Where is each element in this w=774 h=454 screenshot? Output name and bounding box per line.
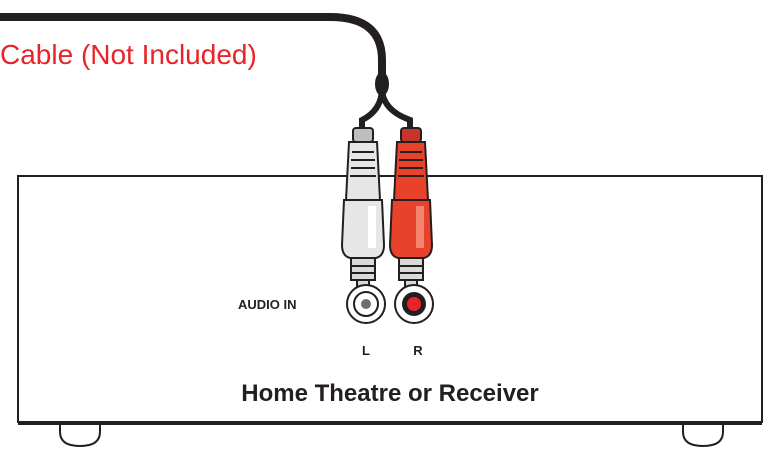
receiver-left-foot — [59, 424, 101, 448]
receiver-body — [17, 175, 763, 423]
audio-in-label: AUDIO IN — [238, 297, 297, 312]
receiver-right-foot — [682, 424, 724, 448]
left-rca-plug — [340, 127, 386, 291]
receiver-label: Home Theatre or Receiver — [241, 380, 539, 407]
cable-label: Cable (Not Included) — [0, 39, 257, 70]
left-audio-jack[interactable] — [346, 284, 386, 324]
left-channel-label: L — [362, 343, 370, 358]
right-rca-plug — [388, 127, 434, 291]
right-audio-jack[interactable] — [394, 284, 434, 324]
rca-cable — [0, 13, 413, 153]
right-channel-label: R — [413, 343, 423, 358]
